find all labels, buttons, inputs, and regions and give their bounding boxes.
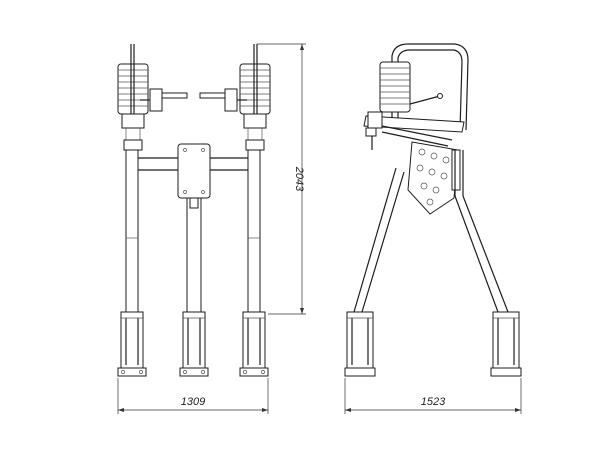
right-post <box>247 149 261 313</box>
front-width-dimension: 1309 <box>117 378 269 414</box>
center-post <box>186 197 202 313</box>
side-width-label: 1523 <box>421 396 446 408</box>
right-weight-stack <box>239 63 271 115</box>
front-height-label: 2043 <box>293 166 305 192</box>
right-handle <box>199 88 247 112</box>
pivot-plate <box>407 141 461 215</box>
side-view: 1523 <box>344 43 522 414</box>
right-foot <box>239 311 269 377</box>
front-height-dimension: 2043 <box>257 43 306 315</box>
front-width-label: 1309 <box>181 396 205 408</box>
left-handle <box>140 88 188 112</box>
side-left-foot <box>344 311 376 377</box>
side-weight-stack <box>379 61 411 113</box>
side-right-foot <box>490 311 522 377</box>
seat-pad <box>177 143 211 199</box>
left-foot <box>117 311 147 377</box>
front-view: 1309 2043 <box>117 43 306 414</box>
front-leg <box>353 167 405 313</box>
left-weight-stack <box>117 63 149 115</box>
side-width-dimension: 1523 <box>344 378 522 414</box>
left-post <box>125 149 139 313</box>
rear-leg <box>454 150 509 313</box>
center-foot <box>179 311 209 377</box>
